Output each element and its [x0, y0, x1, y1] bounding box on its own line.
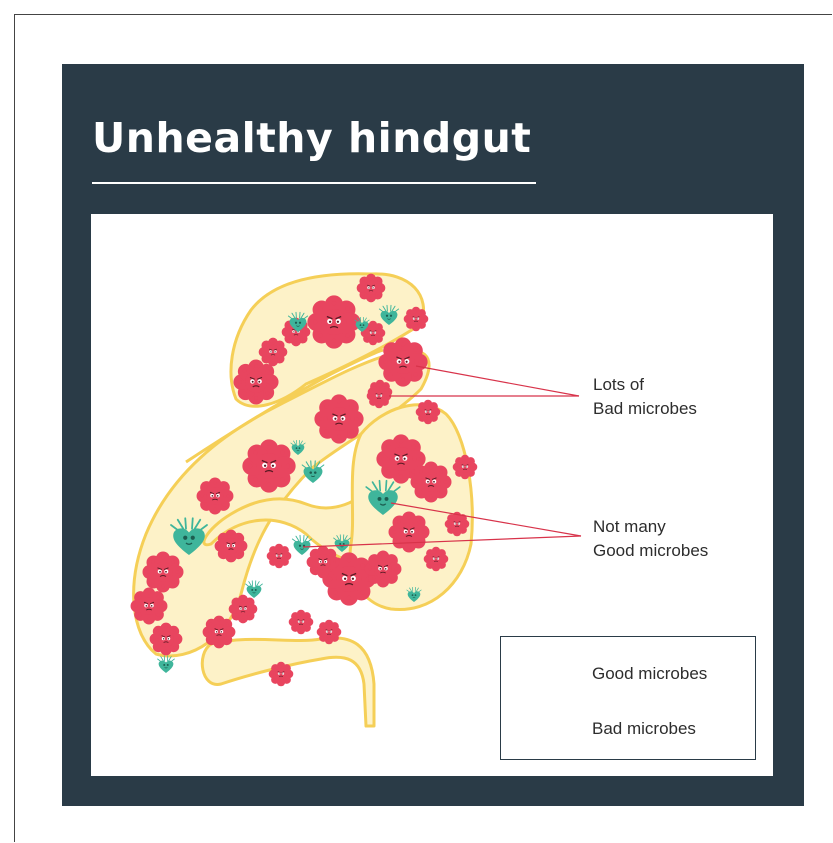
- callout-bad-microbes: Lots of Bad microbes: [593, 373, 697, 421]
- bad-microbe: [269, 546, 288, 565]
- bad-microbe: [368, 554, 397, 583]
- bad-microbe: [320, 400, 359, 439]
- bad-microbe: [313, 301, 355, 343]
- callout-line-bad-1: [416, 366, 579, 396]
- bad-microbe: [134, 591, 163, 620]
- page-title: Unhealthy hindgut: [92, 118, 531, 159]
- bad-microbe: [418, 402, 437, 421]
- bad-microbe: [415, 466, 447, 498]
- legend-box: [500, 636, 756, 760]
- bad-microbe: [455, 457, 474, 476]
- callout-good-line1: Not many: [593, 515, 708, 539]
- callout-bad-line2: Bad microbes: [593, 397, 697, 421]
- callout-good-line2: Good microbes: [593, 539, 708, 563]
- bad-microbe: [147, 556, 179, 588]
- callout-good-microbes: Not many Good microbes: [593, 515, 708, 563]
- good-microbe: [158, 656, 175, 673]
- bad-microbe: [232, 598, 255, 621]
- bad-microbe: [200, 481, 229, 510]
- callout-bad-line1: Lots of: [593, 373, 697, 397]
- bad-microbe: [248, 445, 290, 487]
- legend-bad-label: Bad microbes: [592, 719, 696, 739]
- bad-microbe: [319, 622, 338, 641]
- bad-microbe: [262, 341, 285, 364]
- good-microbe: [246, 581, 263, 598]
- bad-microbe: [310, 549, 336, 575]
- legend-good-label: Good microbes: [592, 664, 707, 684]
- bad-microbe: [291, 612, 310, 631]
- bad-microbe: [447, 514, 466, 533]
- bad-microbe: [153, 626, 179, 652]
- bad-microbe: [360, 277, 383, 300]
- title-underline: [92, 182, 536, 184]
- bad-microbe: [218, 533, 244, 559]
- bad-microbe: [369, 386, 388, 405]
- bad-microbe: [238, 364, 274, 400]
- bad-microbe: [206, 619, 232, 645]
- bad-microbe: [426, 549, 445, 568]
- bad-microbe: [406, 309, 425, 328]
- bad-microbe: [384, 343, 423, 382]
- bad-microbe: [271, 664, 290, 683]
